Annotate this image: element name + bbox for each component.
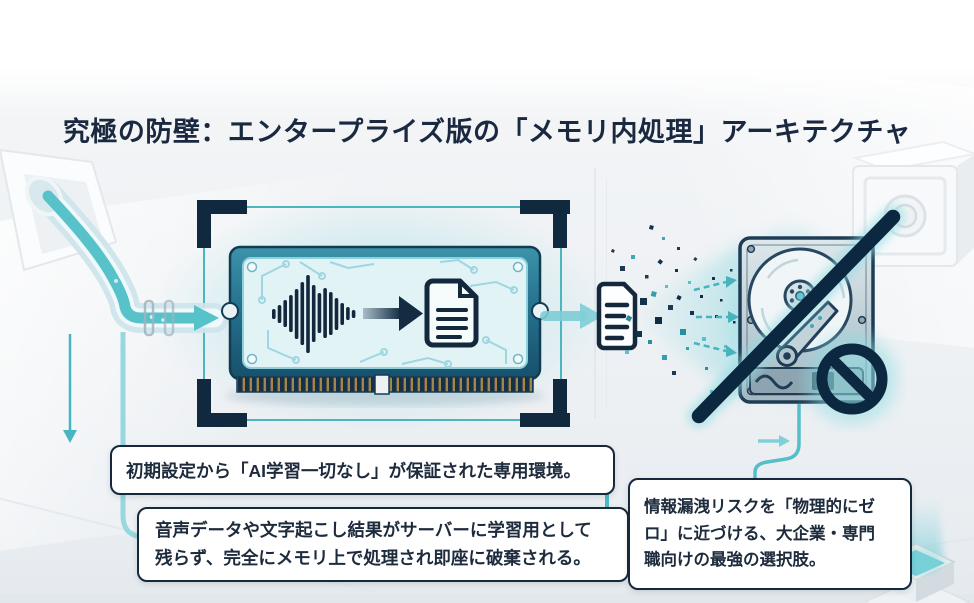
callout-line: 職向けの最強の選択肢。 [644,551,826,570]
data-pipe-icon [0,148,229,337]
callout-text: 初期設定から「AI学習一切なし」が保証された専用環境。 [126,460,581,481]
memory-module-icon [221,245,549,406]
document-icon [424,278,479,348]
callout-no-retention: 音声データや文字起こし結果がサーバーに学習用として 残らず、完全にメモリ上で処理… [137,507,629,582]
prohibition-icon [807,334,897,424]
callout-line: ロ」に近づける、大企業・専門 [644,524,875,543]
callout-memory-env: 初期設定から「AI学習一切なし」が保証された専用環境。 [110,445,615,495]
callout-zero-risk: 情報漏洩リスクを「物理的にゼ ロ」に近づける、大企業・専門 職向けの最強の選択肢… [628,478,912,590]
callout-line: 情報漏洩リスクを「物理的にゼ [644,497,875,516]
page-title: 究極の防壁：エンタープライズ版の「メモリ内処理」アーキテクチャ [62,117,912,147]
callout-line: 残らず、完全にメモリ上で処理され即座に破棄される。 [155,547,591,568]
callout-line: 音声データや文字起こし結果がサーバーに学習用として [155,520,592,541]
